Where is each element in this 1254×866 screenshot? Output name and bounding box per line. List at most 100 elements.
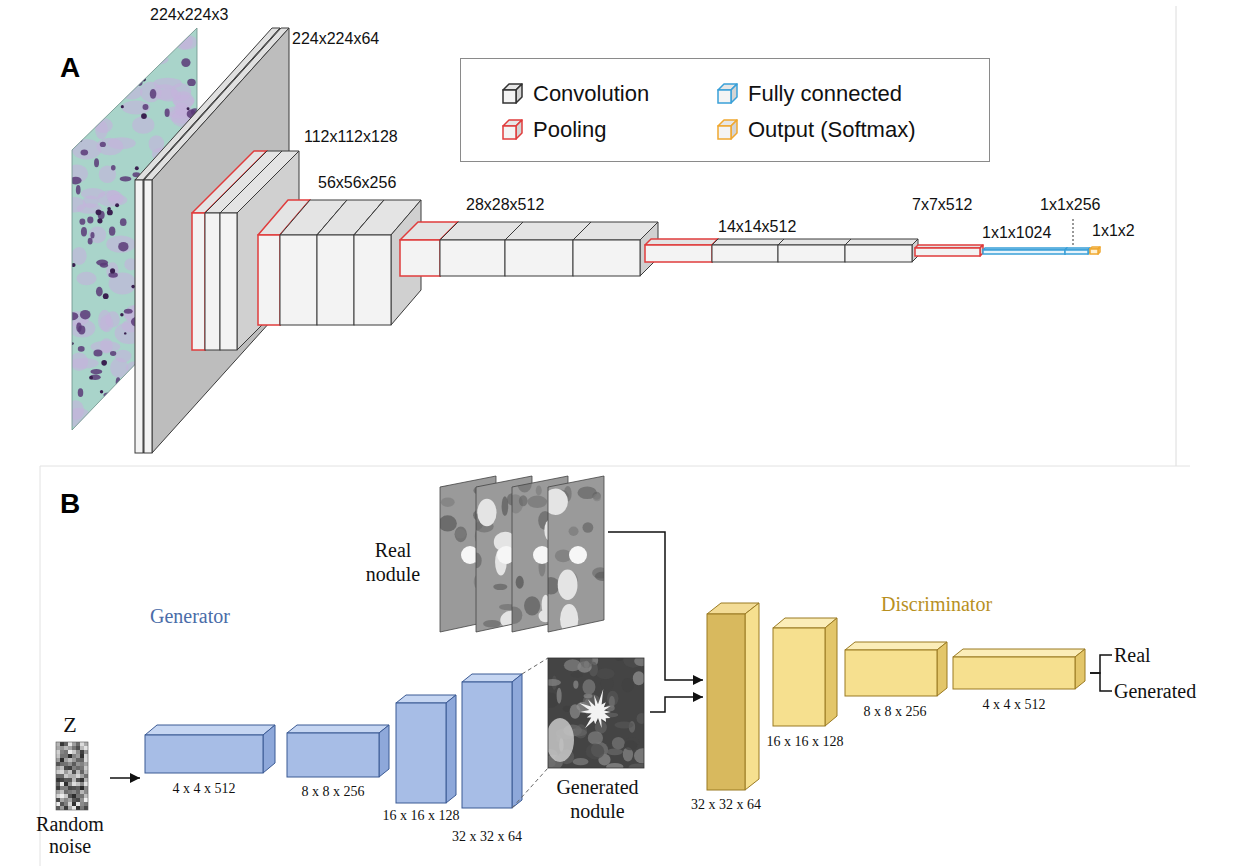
noise-pixel xyxy=(72,782,76,786)
ct-texture xyxy=(455,529,466,538)
block-side xyxy=(516,120,522,139)
ct-texture xyxy=(455,526,467,542)
noise-pixel xyxy=(72,754,76,758)
fully-connected-layer xyxy=(983,248,1067,254)
dimension-label: 1x1x1024 xyxy=(982,224,1051,242)
legend-entry: Output (Softmax) xyxy=(716,117,916,143)
ct-texture xyxy=(593,494,601,501)
stack-label: Real nodule xyxy=(360,538,426,586)
noise-pixel xyxy=(56,770,60,774)
dimension-label: 32 x 32 x 64 xyxy=(691,796,761,813)
dimension-label: 4 x 4 x 512 xyxy=(173,780,236,797)
block-side xyxy=(512,674,522,808)
block-front xyxy=(145,735,263,773)
cell-body xyxy=(146,47,158,60)
noise-pixel xyxy=(80,770,84,774)
ct-texture xyxy=(622,678,634,692)
cell-nucleus xyxy=(76,185,81,194)
noise-pixel xyxy=(68,766,72,770)
cell-nucleus xyxy=(187,79,196,86)
noise-pixel xyxy=(80,758,84,762)
noise-pixel xyxy=(56,766,60,770)
noise-pixel xyxy=(80,794,84,798)
ct-texture xyxy=(516,576,524,589)
block-side xyxy=(825,618,837,726)
ct-vessel xyxy=(560,604,578,634)
cell-nucleus xyxy=(161,42,170,51)
block-front xyxy=(505,240,573,276)
dark-granule xyxy=(77,137,82,142)
output-label: Generated xyxy=(1114,679,1196,703)
noise-pixel xyxy=(60,782,64,786)
legend-text: Output (Softmax) xyxy=(748,117,916,143)
noise-pixel xyxy=(72,778,76,782)
noise-pixel xyxy=(80,782,84,786)
noise-pixel xyxy=(64,766,68,770)
cell-nucleus xyxy=(93,349,102,356)
noise-pixel xyxy=(80,766,84,770)
cell-nucleus xyxy=(110,351,116,356)
noise-pixel xyxy=(64,802,68,806)
cell-nucleus xyxy=(87,217,93,224)
noise-pixel xyxy=(56,754,60,758)
dimension-label: 16 x 16 x 128 xyxy=(767,733,844,750)
block-front xyxy=(718,90,731,103)
dimension-label: 7x7x512 xyxy=(912,196,973,214)
projection-line xyxy=(522,658,548,674)
input-label: Random noise xyxy=(30,813,110,857)
block-top xyxy=(712,239,784,245)
cell-body xyxy=(72,247,87,265)
block-top xyxy=(645,239,718,245)
noise-pixel xyxy=(72,802,76,806)
noise-pixel xyxy=(76,742,80,746)
block-front xyxy=(503,126,516,139)
noise-pixel xyxy=(80,798,84,802)
ct-vessel xyxy=(548,718,574,762)
dark-granule xyxy=(103,293,109,299)
block-side xyxy=(379,725,389,777)
noise-pixel xyxy=(72,798,76,802)
noise-pixel xyxy=(60,806,64,810)
block-front xyxy=(144,180,152,453)
dimension-label: 8 x 8 x 256 xyxy=(864,703,927,720)
dark-granule xyxy=(115,203,119,207)
legend-entry: Pooling xyxy=(501,117,606,143)
noise-pixel xyxy=(64,778,68,782)
dark-granule xyxy=(135,166,139,170)
cell-nucleus xyxy=(96,287,103,297)
ct-texture xyxy=(606,748,622,755)
image-border xyxy=(56,742,88,810)
block-front xyxy=(773,628,825,726)
noise-pixel xyxy=(76,762,80,766)
block-front xyxy=(953,657,1075,689)
noise-pixel xyxy=(68,794,72,798)
cell-body xyxy=(100,315,113,332)
generator-network: Generator xyxy=(140,600,525,850)
noise-pixel xyxy=(68,774,72,778)
noise-pixel xyxy=(56,778,60,782)
cell-nucleus xyxy=(79,219,85,225)
noise-pixel xyxy=(56,806,60,810)
cell-nucleus xyxy=(80,310,91,320)
noise-pixel xyxy=(60,750,64,754)
ct-texture xyxy=(588,731,603,745)
cell-nucleus xyxy=(113,392,120,399)
noise-pixel xyxy=(76,794,80,798)
cell-nucleus xyxy=(76,323,81,333)
cell-body xyxy=(122,101,150,115)
noise-pixel xyxy=(80,790,84,794)
noise-pixel xyxy=(64,798,68,802)
noise-pixel xyxy=(60,758,64,762)
cell-body xyxy=(147,44,162,59)
nodule xyxy=(569,546,587,564)
cell-body xyxy=(68,400,84,420)
noise-pixel xyxy=(76,770,80,774)
ct-slice xyxy=(542,476,609,634)
ct-vessel xyxy=(543,488,568,514)
block-top xyxy=(953,649,1085,657)
noise-pixel xyxy=(80,806,84,810)
noise-pixel xyxy=(72,766,76,770)
legend-entry: Convolution xyxy=(501,81,649,107)
cell-body xyxy=(86,19,107,40)
block-front xyxy=(983,250,1065,254)
